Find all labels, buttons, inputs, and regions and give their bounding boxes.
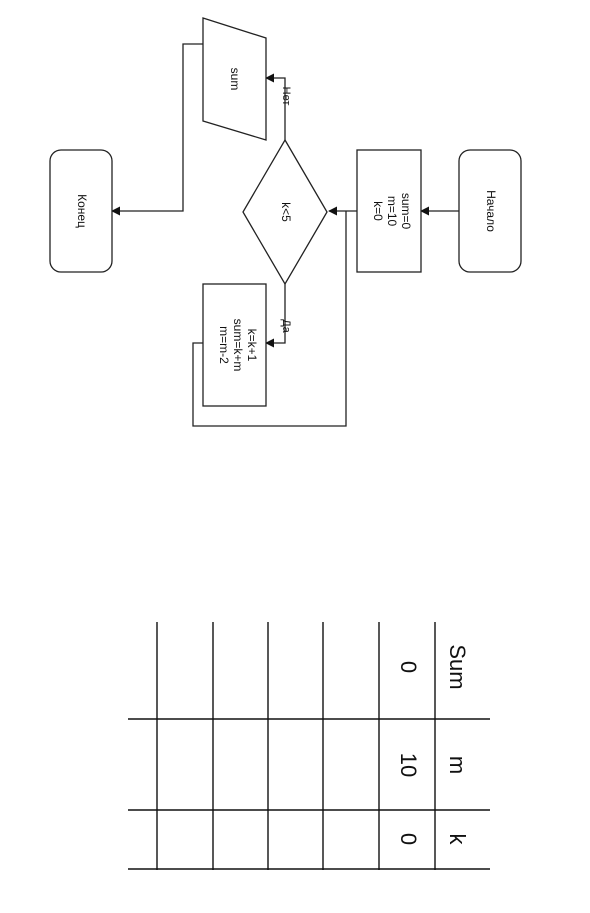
loop-body-box (202, 283, 267, 407)
table-header-sum: Sum (445, 644, 470, 689)
loop-line-1: k=k+1 (245, 329, 259, 362)
table-cell: 0 (396, 661, 421, 673)
trace-table (128, 622, 490, 870)
no-label: Нет (280, 87, 292, 106)
yes-label: Да (280, 319, 292, 333)
end-terminator (49, 149, 113, 273)
table-cell: 0 (396, 833, 421, 845)
trace-table-text: Sum m k 0 10 0 (396, 644, 470, 845)
connector-lines (111, 43, 459, 427)
start-terminator (458, 149, 522, 273)
loop-line-2: sum=k+m (231, 319, 245, 372)
start-label: Начало (484, 190, 498, 232)
end-label: Конец (75, 194, 89, 228)
condition-label: k<5 (279, 202, 293, 222)
table-header-k: k (445, 834, 470, 846)
flowchart (49, 17, 522, 427)
init-line-3: k=0 (371, 201, 385, 221)
flowchart-text: Начало sum=0 m=10 k=0 k<5 Да Нет k=k+1 s… (75, 68, 498, 372)
loop-line-3: m=m-2 (217, 326, 231, 364)
output-label: sum (228, 68, 242, 91)
output-parallelogram (202, 17, 267, 141)
init-process-box (356, 149, 422, 273)
table-cell: 10 (396, 753, 421, 777)
condition-diamond (242, 138, 328, 286)
table-header-m: m (445, 756, 470, 774)
init-line-1: sum=0 (399, 193, 413, 230)
init-line-2: m=10 (385, 196, 399, 227)
